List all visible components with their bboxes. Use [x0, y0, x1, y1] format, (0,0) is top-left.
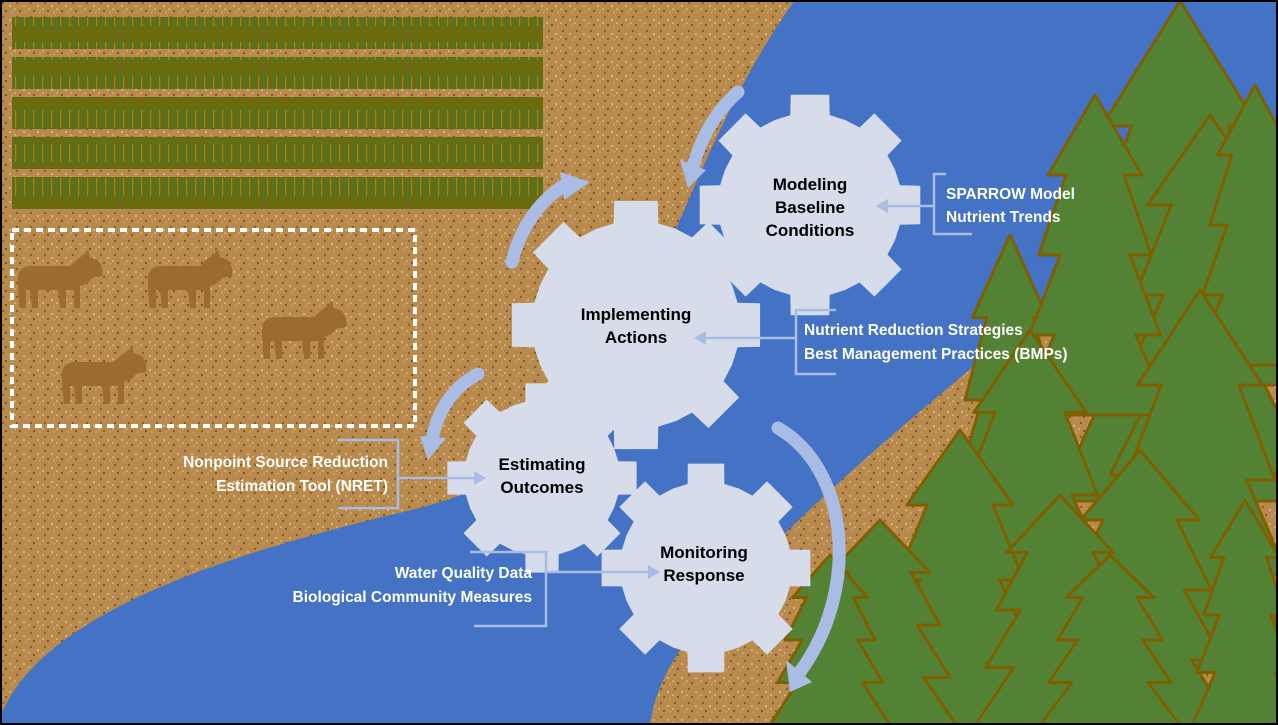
gear-monitoring — [601, 463, 811, 673]
tree-shape — [1038, 553, 1182, 725]
bracket-estimating — [338, 438, 400, 510]
tool-label-modeling-1: SPARROW Model — [946, 186, 1075, 203]
tool-label-modeling-2: Nutrient Trends — [946, 209, 1061, 226]
crop-row — [12, 177, 543, 209]
arrow-head — [560, 172, 590, 200]
gear-implementing — [511, 200, 761, 450]
bracket-implementing — [794, 308, 836, 376]
arrow-head — [680, 160, 706, 188]
tool-label-implementing-2: Best Management Practices (BMPs) — [804, 346, 1068, 363]
crop-row — [12, 97, 543, 129]
arrow-head — [876, 199, 888, 213]
tool-label-estimating-2: Estimation Tool (NRET) — [216, 478, 388, 495]
cycle-arrows — [420, 85, 846, 692]
crop-row — [12, 57, 543, 89]
tree-shape — [1193, 83, 1278, 367]
crop-rows — [12, 17, 543, 209]
cycle-arrow — [771, 421, 846, 679]
connector-arrowheads — [474, 199, 888, 579]
gear-label-monitoring-1: Monitoring — [660, 543, 748, 562]
gear-label-modeling-3: Conditions — [766, 221, 855, 240]
forest — [768, 0, 1278, 725]
gear-estimating — [447, 383, 637, 573]
arrow-head — [420, 436, 446, 460]
arrow-head — [648, 565, 660, 579]
arrow-head — [694, 331, 706, 345]
gear-icon — [601, 463, 811, 673]
tree-icon — [1193, 83, 1278, 367]
cycle-arrow — [425, 367, 485, 447]
arrow-head — [786, 660, 812, 692]
tree-icon — [1018, 93, 1172, 417]
tool-label-monitoring-1: Water Quality Data — [395, 565, 533, 582]
gear-modeling — [699, 94, 921, 316]
bracket-modeling — [932, 172, 972, 236]
gear-icon — [511, 200, 761, 450]
gear-label-monitoring-2: Response — [663, 566, 744, 585]
gear-icon — [447, 383, 637, 573]
gear-label-estimating-2: Outcomes — [500, 478, 583, 497]
crop-row — [12, 137, 543, 169]
tool-connectors — [338, 172, 972, 628]
tool-label-monitoring-2: Biological Community Measures — [293, 589, 532, 606]
crop-row — [12, 17, 543, 49]
cycle-arrow — [505, 178, 572, 269]
bracket-monitoring — [470, 550, 548, 628]
tree-icon — [1038, 553, 1182, 725]
gear-label-modeling-1: Modeling — [773, 175, 848, 194]
gear-label-modeling-2: Baseline — [775, 198, 845, 217]
gear-label-estimating-1: Estimating — [499, 455, 586, 474]
gear-icon — [699, 94, 921, 316]
gear-label-implementing-1: Implementing — [581, 305, 692, 324]
gear-label-implementing-2: Actions — [605, 328, 667, 347]
tree-shape — [1018, 93, 1172, 417]
tool-label-implementing-1: Nutrient Reduction Strategies — [804, 322, 1023, 339]
arrow-head — [474, 471, 486, 485]
cycle-arrow — [685, 85, 745, 177]
tool-label-estimating-1: Nonpoint Source Reduction — [183, 454, 388, 471]
